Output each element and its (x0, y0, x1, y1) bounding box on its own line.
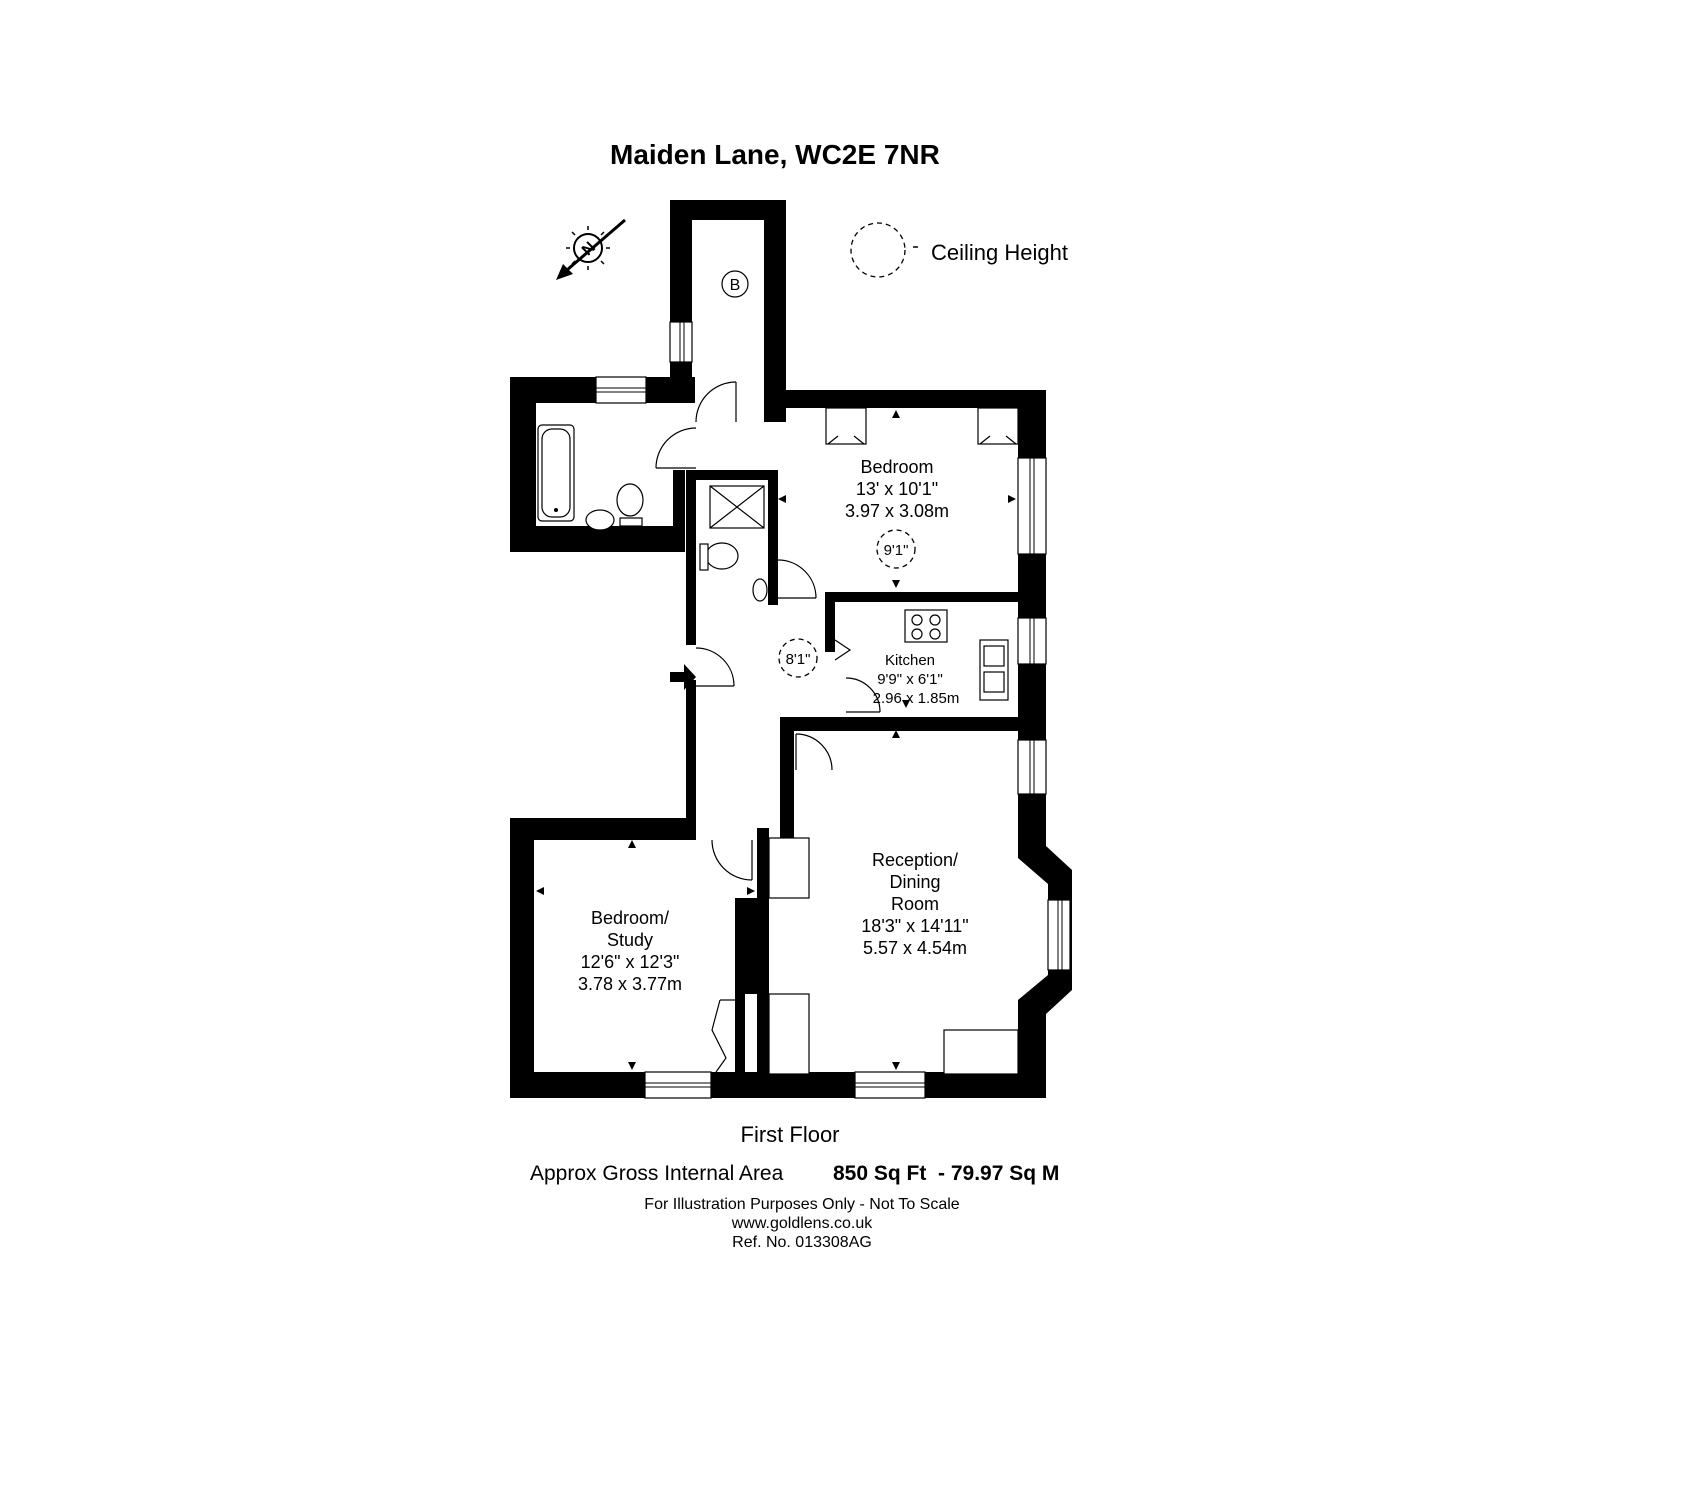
ceiling-height-legend: Ceiling Height (931, 240, 1068, 265)
bedroom-imperial: 13' x 10'1" (856, 479, 938, 499)
bedroom-ceiling-height: 9'1" (884, 542, 909, 559)
windows (595, 321, 1071, 1099)
dashed-circle-icon (850, 222, 906, 278)
bedroom-name: Bedroom (860, 457, 933, 477)
bedroom-metric: 3.97 x 3.08m (845, 501, 949, 521)
reception-name-line1: Reception/ (872, 850, 958, 870)
disclaimer: For Illustration Purposes Only - Not To … (644, 1196, 959, 1213)
website: www.goldlens.co.uk (731, 1215, 874, 1232)
hall-ceiling-marker-icon (778, 638, 818, 678)
reception-imperial: 18'3" x 14'11" (861, 916, 968, 936)
north-compass-icon: N (556, 218, 626, 280)
study-metric: 3.78 x 3.77m (578, 974, 682, 994)
door-swings (655, 381, 1019, 1075)
study-name-line2: Study (607, 930, 653, 950)
reference-number: Ref. No. 013308AG (732, 1234, 872, 1251)
boiler-label: B (730, 277, 741, 294)
reception-name-line2: Dining (889, 872, 940, 892)
floor-label: First Floor (741, 1122, 840, 1147)
reception-name-line3: Room (891, 894, 939, 914)
entrance-arrow-icon (670, 664, 696, 690)
hall-ceiling-height: 8'1" (786, 651, 811, 668)
kitchen-name: Kitchen (885, 652, 935, 669)
kitchen-metric: 2.96 x 1.85m (873, 690, 960, 707)
bedroom-wardrobes (825, 407, 1019, 445)
area-value: 850 Sq Ft - 79.97 Sq M (833, 1162, 1059, 1185)
study-name-line1: Bedroom/ (591, 908, 669, 928)
kitchen-imperial: 9'9" x 6'1" (877, 671, 943, 688)
property-title: Maiden Lane, WC2E 7NR (610, 139, 940, 170)
boiler-icon (721, 270, 749, 298)
area-label: Approx Gross Internal Area (530, 1162, 784, 1185)
dimension-arrows (536, 410, 1016, 1070)
bathroom-fixtures (537, 424, 768, 602)
study-imperial: 12'6" x 12'3" (581, 952, 680, 972)
reception-metric: 5.57 x 4.54m (863, 938, 967, 958)
bedroom-ceiling-marker-icon (876, 529, 916, 569)
kitchen-fittings (834, 609, 1009, 701)
